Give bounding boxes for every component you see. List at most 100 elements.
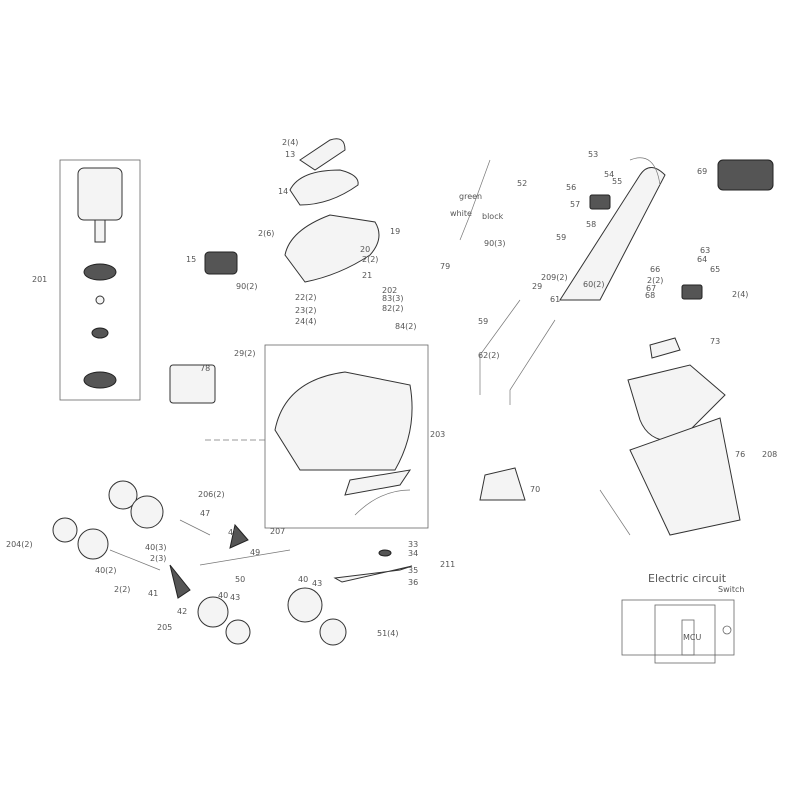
bag-handle — [649, 337, 681, 359]
part-label: 15 — [186, 255, 196, 264]
part-label: 209(2) — [541, 273, 568, 282]
part-label: 76 — [735, 450, 745, 459]
motor — [77, 167, 123, 389]
part-label: 90(2) — [236, 282, 258, 291]
part-label: 68 — [645, 291, 655, 300]
part-label: 59 — [478, 317, 488, 326]
part-label: 207 — [270, 527, 285, 536]
charger — [717, 159, 774, 191]
battery — [204, 251, 238, 275]
battery-cover — [289, 169, 359, 206]
part-label: 202 — [382, 286, 397, 295]
part-label: block — [482, 212, 504, 221]
part-label: 41 — [148, 589, 158, 598]
part-label: 2(2) — [114, 585, 130, 594]
part-label: 65 — [710, 265, 720, 274]
part-label: 56 — [566, 183, 576, 192]
part-label: 40(2) — [95, 566, 117, 575]
part-label: 2(4) — [732, 290, 748, 299]
mower-deck — [274, 371, 413, 471]
upper-handle — [559, 167, 666, 301]
motor-assembly-box — [59, 159, 141, 401]
part-label: 49 — [250, 548, 260, 557]
part-label: 43 — [312, 579, 322, 588]
part-label: 50 — [235, 575, 245, 584]
part-label: 203 — [430, 430, 445, 439]
part-label: green — [459, 192, 482, 201]
part-label: 90(3) — [484, 239, 506, 248]
part-label: 67 — [646, 284, 656, 293]
part-label: 14 — [278, 187, 288, 196]
part-label: 69 — [697, 167, 707, 176]
part-label: 2(6) — [258, 229, 274, 238]
wheels — [52, 480, 347, 646]
part-label: 70 — [530, 485, 540, 494]
part-label: 205 — [157, 623, 172, 632]
part-label: 40(3) — [145, 543, 167, 552]
part-label: 84(2) — [395, 322, 417, 331]
part-label: 40 — [218, 591, 228, 600]
grass-bag — [629, 417, 741, 536]
part-label: 52 — [517, 179, 527, 188]
part-label: 60(2) — [583, 280, 605, 289]
deck-assembly-box — [264, 344, 429, 529]
motor-housing — [284, 214, 380, 283]
part-label: 55 — [612, 177, 622, 186]
carry-handle — [299, 138, 346, 171]
part-label: 40 — [298, 575, 308, 584]
part-label: 201 — [32, 275, 47, 284]
part-label: 29 — [532, 282, 542, 291]
part-label: 61 — [550, 295, 560, 304]
part-label: 34 — [408, 549, 418, 558]
part-label: 208 — [762, 450, 777, 459]
part-label: 36 — [408, 578, 418, 587]
part-label: 35 — [408, 566, 418, 575]
part-label: 24(4) — [295, 317, 317, 326]
part-label: 79 — [440, 262, 450, 271]
switch-box — [589, 194, 611, 210]
part-label: 63 — [700, 246, 710, 255]
part-label: 206(2) — [198, 490, 225, 499]
circuit-mcu-label: MCU — [683, 633, 701, 642]
circuit-switch-label: Switch — [718, 585, 744, 594]
part-label: 54 — [604, 170, 614, 179]
part-label: 20 — [360, 245, 370, 254]
part-label: 83(3) — [382, 294, 404, 303]
part-label: 78 — [200, 364, 210, 373]
part-label: 13 — [285, 150, 295, 159]
part-label: 47 — [200, 509, 210, 518]
blade — [333, 565, 413, 583]
part-label: 58 — [586, 220, 596, 229]
part-label: 73 — [710, 337, 720, 346]
part-label: 57 — [570, 200, 580, 209]
part-label: 59 — [556, 233, 566, 242]
part-label: 53 — [588, 150, 598, 159]
part-label: 22(2) — [295, 293, 317, 302]
part-label: 62(2) — [478, 351, 500, 360]
part-label: 66 — [650, 265, 660, 274]
part-label: 42 — [177, 607, 187, 616]
foam-pad — [169, 364, 216, 404]
part-label: 51(4) — [377, 629, 399, 638]
part-label: 211 — [440, 560, 455, 569]
part-label: 23(2) — [295, 306, 317, 315]
part-label: 2(2) — [362, 255, 378, 264]
part-label: 19 — [390, 227, 400, 236]
part-label: 2(4) — [282, 138, 298, 147]
circuit-title: Electric circuit — [648, 572, 727, 585]
part-label: 33 — [408, 540, 418, 549]
part-label: 2(2) — [647, 276, 663, 285]
part-label: 43 — [230, 593, 240, 602]
part-label: 48 — [228, 528, 238, 537]
mulch-plug — [479, 467, 526, 501]
part-label: 2(3) — [150, 554, 166, 563]
part-label: 82(2) — [382, 304, 404, 313]
part-label: 204(2) — [6, 540, 33, 549]
part-label: white — [450, 209, 472, 218]
part-label: 29(2) — [234, 349, 256, 358]
part-label: 64 — [697, 255, 707, 264]
electric-circuit — [621, 599, 735, 664]
part-label: 21 — [362, 271, 372, 280]
